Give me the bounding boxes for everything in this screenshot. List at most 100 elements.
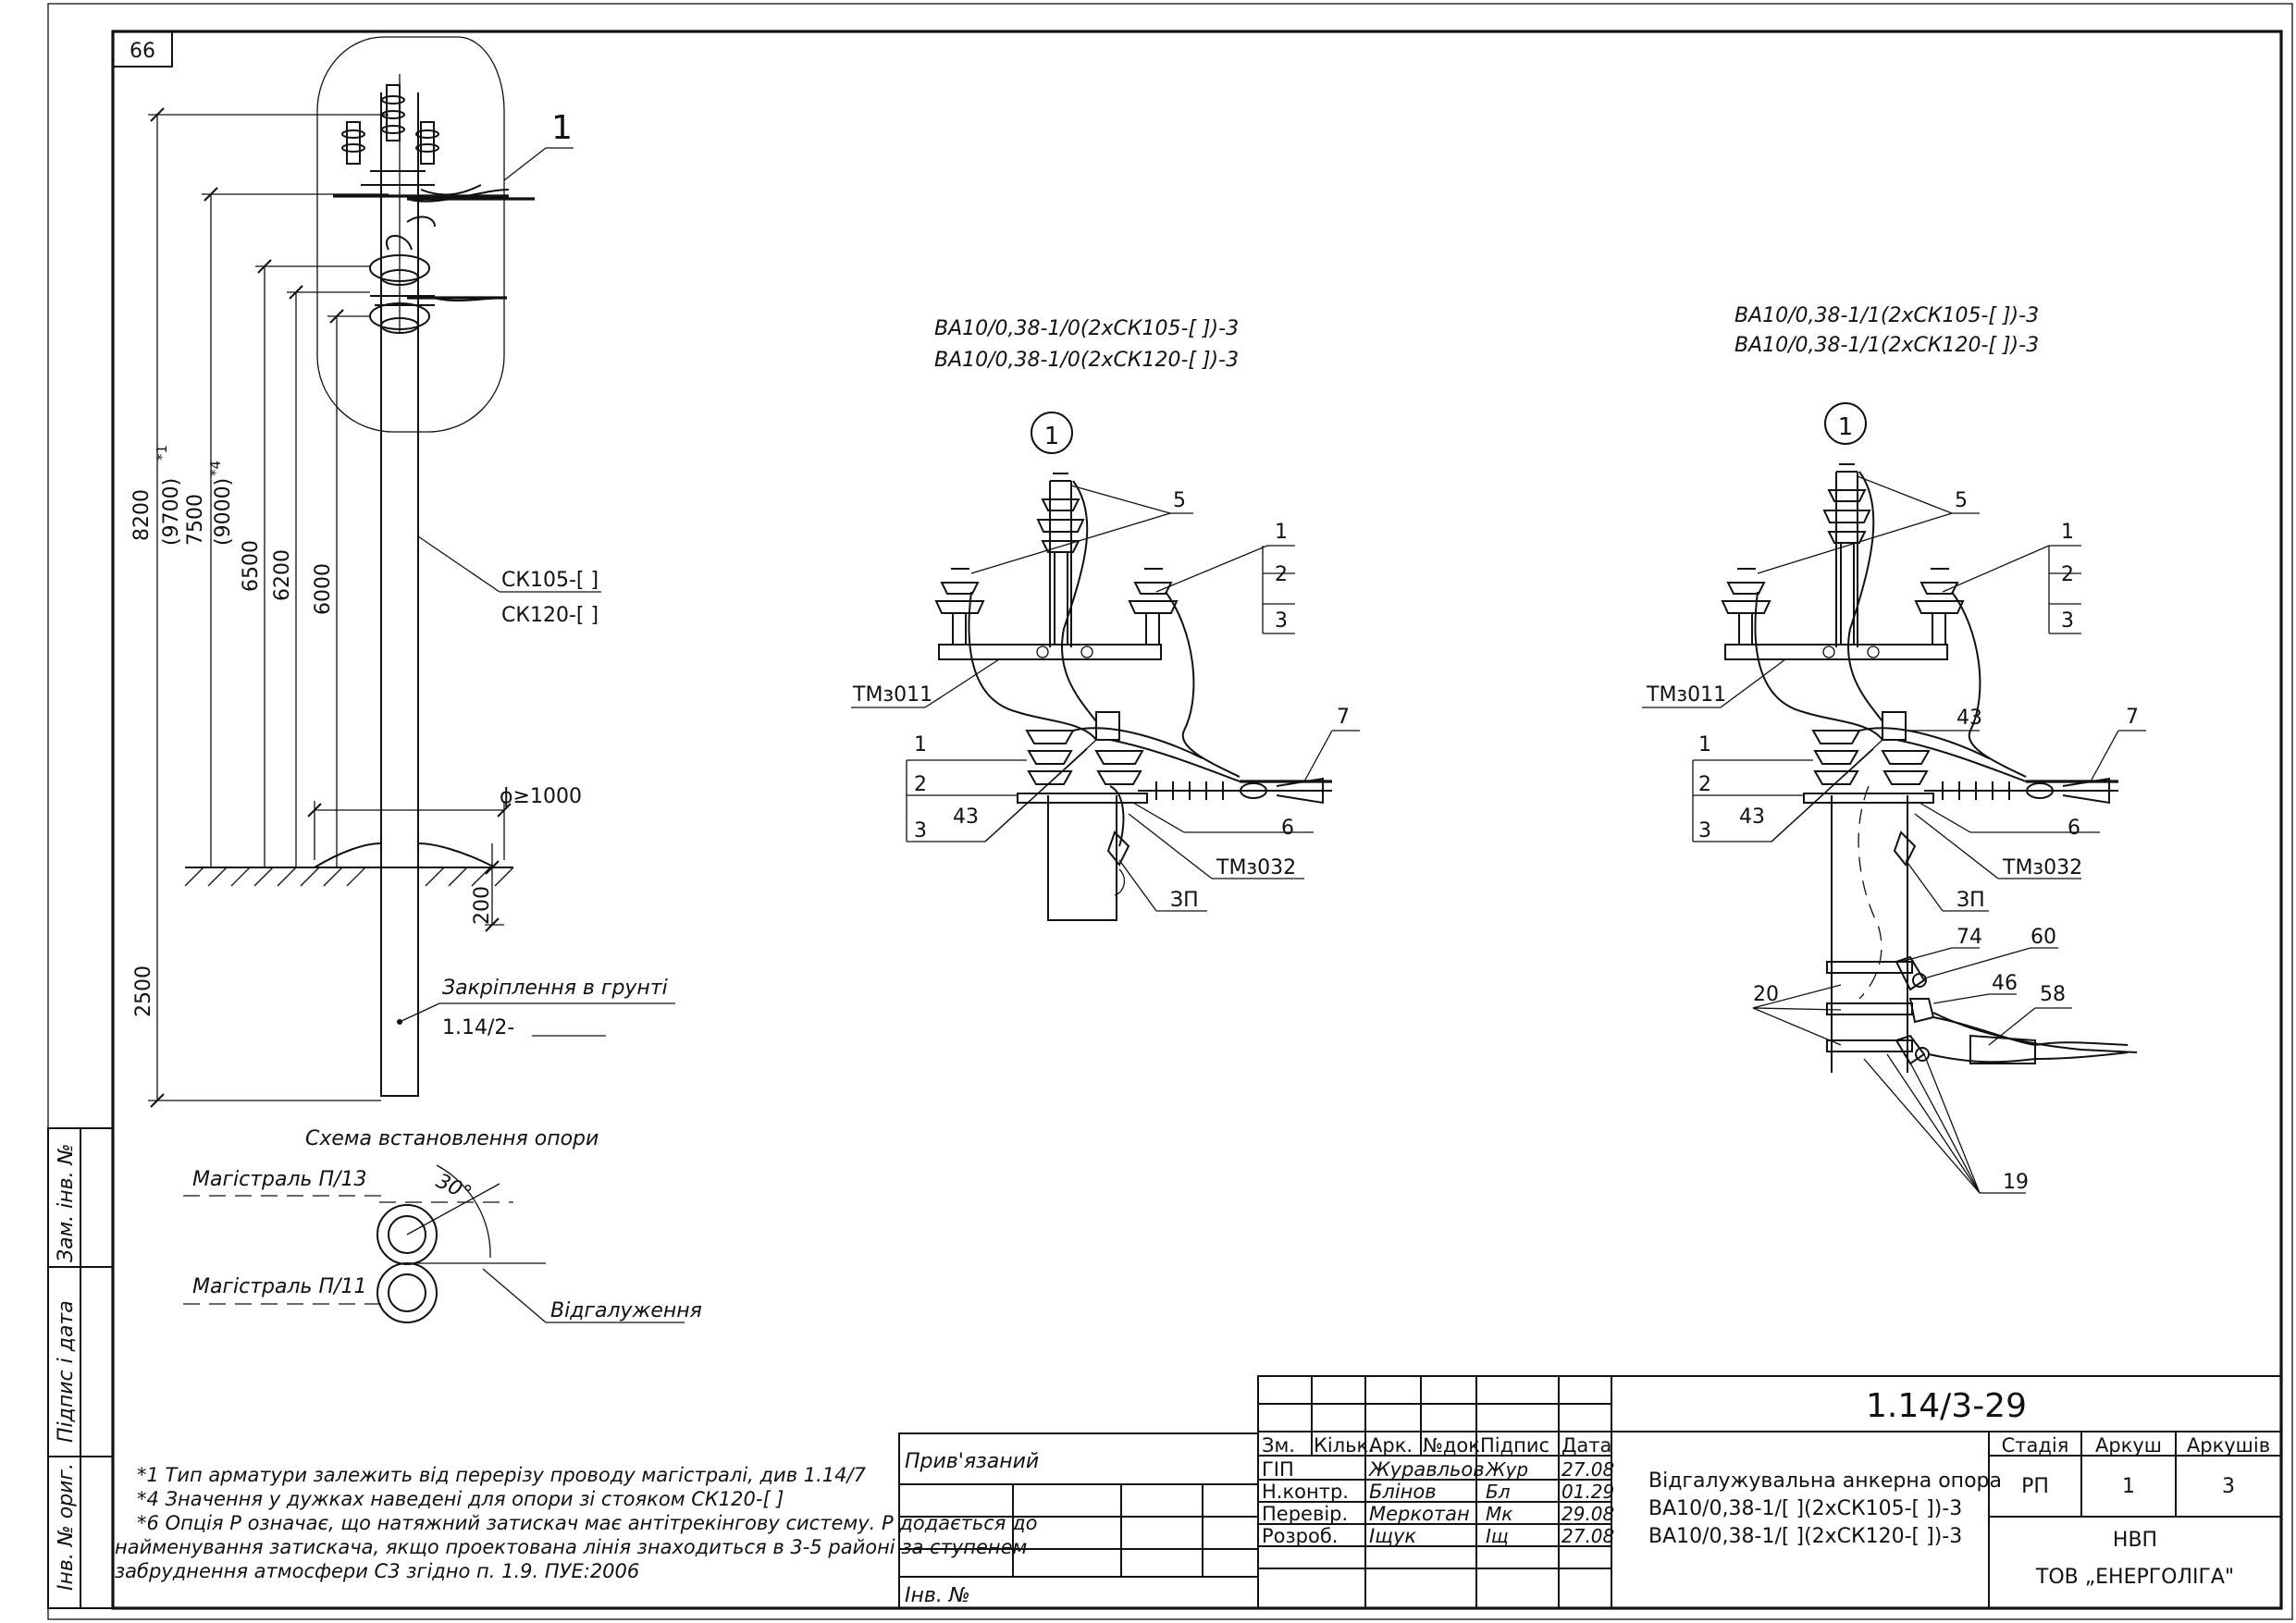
mid-label-6: 6 bbox=[1281, 817, 1294, 840]
hdr-data: Дата bbox=[1562, 1434, 1611, 1457]
fix-label: Закріплення в грунті bbox=[442, 977, 668, 1000]
mid-label-1a: 1 bbox=[1275, 521, 1288, 544]
desc-line-2: ВА10/0,38-1/[ ](2хСК105-[ ])-3 bbox=[1648, 1497, 1962, 1520]
right-label-zp: ЗП bbox=[1957, 889, 1985, 912]
mid-insulators bbox=[934, 473, 1179, 804]
side-inv: Інв. № ориг. bbox=[55, 1463, 78, 1591]
dim-mark-1: *1 bbox=[154, 445, 170, 461]
row-role-0: ГІП bbox=[1262, 1458, 1294, 1481]
hdr-pidpys: Підпис bbox=[1480, 1434, 1549, 1457]
right-label-tm032: ТМз032 bbox=[2002, 856, 2082, 879]
row-date-0: 27.08 bbox=[1562, 1458, 1614, 1481]
org-line-1: НВП bbox=[2113, 1529, 2157, 1552]
right-detail-circle: 1 bbox=[1838, 413, 1854, 441]
desc-line-3: ВА10/0,38-1/[ ](2хСК120-[ ])-3 bbox=[1648, 1525, 1962, 1548]
main-line-13: Магістраль П/13 bbox=[192, 1168, 366, 1191]
right-pole-view: ВА10/0,38-1/1(2хСК105-[ ])-3 ВА10/0,38-1… bbox=[1642, 304, 2146, 1194]
scheme-title: Схема встановлення опори bbox=[305, 1127, 599, 1150]
mid-label-zp: ЗП bbox=[1170, 889, 1199, 912]
right-label-3b: 3 bbox=[1698, 819, 1711, 842]
row-name-0: Журавльов bbox=[1367, 1458, 1485, 1481]
mid-label-2b: 2 bbox=[914, 773, 927, 796]
side-stamp: Зам. інв. № Підпис і дата Інв. № ориг. bbox=[47, 1127, 114, 1609]
right-label-tm011: ТМз011 bbox=[1646, 683, 1726, 707]
hdr-kilk: Кільк. bbox=[1314, 1434, 1375, 1457]
side-zam: Зам. інв. № bbox=[55, 1144, 78, 1263]
row-name-3: Іщук bbox=[1369, 1525, 1416, 1547]
detail-1-outline bbox=[316, 36, 505, 433]
installation-scheme: Схема встановлення опори Магістраль П/13… bbox=[183, 1127, 702, 1323]
dim-9700: (9700) bbox=[160, 478, 183, 546]
right-label-19: 19 bbox=[2003, 1171, 2029, 1194]
mid-title-1: ВА10/0,38-1/0(2хСК105-[ ])-3 bbox=[934, 317, 1239, 340]
sheets-value: 3 bbox=[2222, 1475, 2235, 1498]
branch-label: Відгалуження bbox=[550, 1299, 702, 1322]
right-label-43a: 43 bbox=[1957, 707, 1982, 730]
title-block: Прив'язаний Інв. № Зм. Кільк. Арк. №док.… bbox=[898, 1375, 2282, 1609]
row-role-1: Н.контр. bbox=[1262, 1481, 1349, 1503]
stage-header: Стадія bbox=[2002, 1434, 2069, 1457]
note-2: *4 Значення у дужках наведені для опори … bbox=[137, 1488, 784, 1510]
org-line-2: ТОВ „ЕНЕРГОЛІГА" bbox=[2035, 1566, 2234, 1589]
mid-label-43: 43 bbox=[953, 805, 979, 829]
right-label-6: 6 bbox=[2068, 817, 2080, 840]
dim-6200: 6200 bbox=[271, 549, 294, 601]
note-3: *6 Опція Р означає, що натяжний затискач… bbox=[137, 1512, 1037, 1534]
mid-detail-circle: 1 bbox=[1044, 423, 1060, 450]
right-label-58: 58 bbox=[2040, 983, 2066, 1006]
row-date-3: 27.08 bbox=[1562, 1525, 1614, 1547]
hdr-ark: Арк. bbox=[1369, 1434, 1413, 1457]
outer-frame bbox=[47, 3, 2293, 1620]
row-sign-2: Мк bbox=[1486, 1503, 1512, 1525]
pole-label-ck120: СК120-[ ] bbox=[501, 604, 599, 627]
right-title-1: ВА10/0,38-1/1(2хСК105-[ ])-3 bbox=[1734, 304, 2039, 327]
right-label-74: 74 bbox=[1957, 926, 1982, 949]
mid-label-tm011: ТМз011 bbox=[852, 683, 932, 707]
note-5: забруднення атмосфери С3 згідно п. 1.9. … bbox=[115, 1560, 639, 1582]
hdr-zm: Зм. bbox=[1262, 1434, 1295, 1457]
sheets-header: Аркушів bbox=[2187, 1434, 2270, 1457]
row-date-1: 01.29 bbox=[1562, 1481, 1614, 1503]
pryvyazanyi-label: Прив'язаний bbox=[905, 1450, 1039, 1473]
drawing-code: 1.14/3-29 bbox=[1866, 1387, 2027, 1425]
dim-9000: (9000) bbox=[212, 478, 235, 546]
right-insulators bbox=[1721, 463, 1965, 804]
right-label-43b: 43 bbox=[1739, 805, 1765, 829]
dim-200: 200 bbox=[471, 886, 494, 925]
right-label-60: 60 bbox=[2031, 926, 2056, 949]
dim-7500: 7500 bbox=[184, 494, 207, 546]
row-sign-1: Бл bbox=[1486, 1481, 1511, 1503]
inv-no-label: Інв. № bbox=[905, 1584, 970, 1607]
notes: *1 Тип арматури залежить від перерізу пр… bbox=[115, 1464, 1037, 1582]
right-label-46: 46 bbox=[1992, 972, 2018, 995]
sheet-number-box bbox=[112, 31, 173, 68]
right-label-20: 20 bbox=[1753, 983, 1779, 1006]
right-label-7: 7 bbox=[2126, 706, 2139, 729]
ground-mound bbox=[314, 842, 496, 868]
right-label-1a: 1 bbox=[2061, 521, 2074, 544]
fix-ref: 1.14/2- bbox=[442, 1016, 514, 1039]
dim-6500: 6500 bbox=[240, 540, 263, 592]
right-label-5: 5 bbox=[1955, 489, 1968, 512]
sheet-header: Аркуш bbox=[2095, 1434, 2162, 1457]
side-pidpys: Підпис і дата bbox=[55, 1300, 78, 1443]
right-lower-fittings bbox=[1826, 955, 2138, 1065]
mid-label-7: 7 bbox=[1337, 706, 1350, 729]
pole-body bbox=[380, 92, 419, 1097]
hdr-ndok: №док. bbox=[1423, 1434, 1487, 1457]
note-4: найменування затискача, якщо проектована… bbox=[115, 1536, 1028, 1558]
mid-title-2: ВА10/0,38-1/0(2хСК120-[ ])-3 bbox=[934, 349, 1239, 372]
mid-label-3b: 3 bbox=[914, 819, 927, 842]
mid-label-5: 5 bbox=[1173, 489, 1186, 512]
row-name-1: Блінов bbox=[1369, 1481, 1437, 1503]
dimension-lines bbox=[148, 114, 505, 1101]
right-title-2: ВА10/0,38-1/1(2хСК120-[ ])-3 bbox=[1734, 334, 2039, 357]
right-label-3a: 3 bbox=[2061, 609, 2074, 633]
mid-label-1b: 1 bbox=[914, 733, 927, 756]
sheet-value: 1 bbox=[2122, 1475, 2135, 1498]
row-date-2: 29.08 bbox=[1562, 1503, 1614, 1525]
row-role-3: Розроб. bbox=[1262, 1525, 1338, 1547]
inner-frame bbox=[111, 30, 2283, 1610]
main-line-11: Магістраль П/11 bbox=[192, 1275, 366, 1298]
